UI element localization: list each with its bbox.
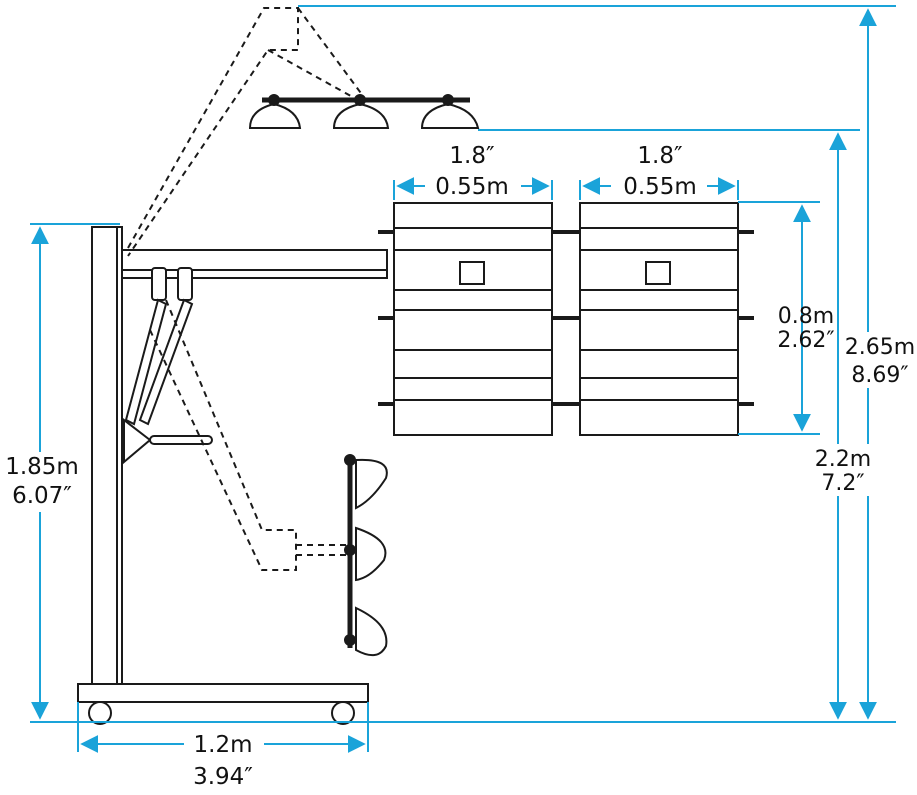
swing-arm-joint <box>123 417 152 465</box>
dimension-lines <box>30 5 896 753</box>
rack-width-right-metric: 0.55m <box>623 174 697 200</box>
base-width-imperial: 3.94″ <box>193 764 253 790</box>
rack-height-metric: 0.8m <box>778 304 834 329</box>
rack-width-right-imperial: 1.8″ <box>637 143 683 169</box>
base-width-metric: 1.2m <box>194 732 253 758</box>
rack-structure <box>77 226 388 725</box>
rack-base <box>77 683 369 703</box>
folded-position-outline <box>127 7 367 571</box>
post-height-imperial: 6.07″ <box>12 483 72 509</box>
upper-hanger-bar <box>248 94 480 129</box>
total-height-imperial: 8.69″ <box>851 363 908 388</box>
lower-hanger-bar <box>344 454 388 657</box>
wheel-left-icon <box>88 701 112 725</box>
rack-box-left <box>378 202 553 436</box>
rack-box-right <box>552 202 754 436</box>
total-height-metric: 2.65m <box>845 335 915 360</box>
rack-width-left-metric: 0.55m <box>435 174 509 200</box>
arm-height-metric: 2.2m <box>815 447 871 472</box>
arm-height-imperial: 7.2″ <box>821 471 864 496</box>
rack-height-imperial: 2.62″ <box>777 328 834 353</box>
dimension-labels: 1.8″ 0.55m 1.8″ 0.55m 0.8m 2.62″ 2.65m 8… <box>5 143 915 790</box>
rack-width-left-imperial: 1.8″ <box>449 143 495 169</box>
wheel-right-icon <box>331 701 355 725</box>
post-height-metric: 1.85m <box>5 454 79 480</box>
